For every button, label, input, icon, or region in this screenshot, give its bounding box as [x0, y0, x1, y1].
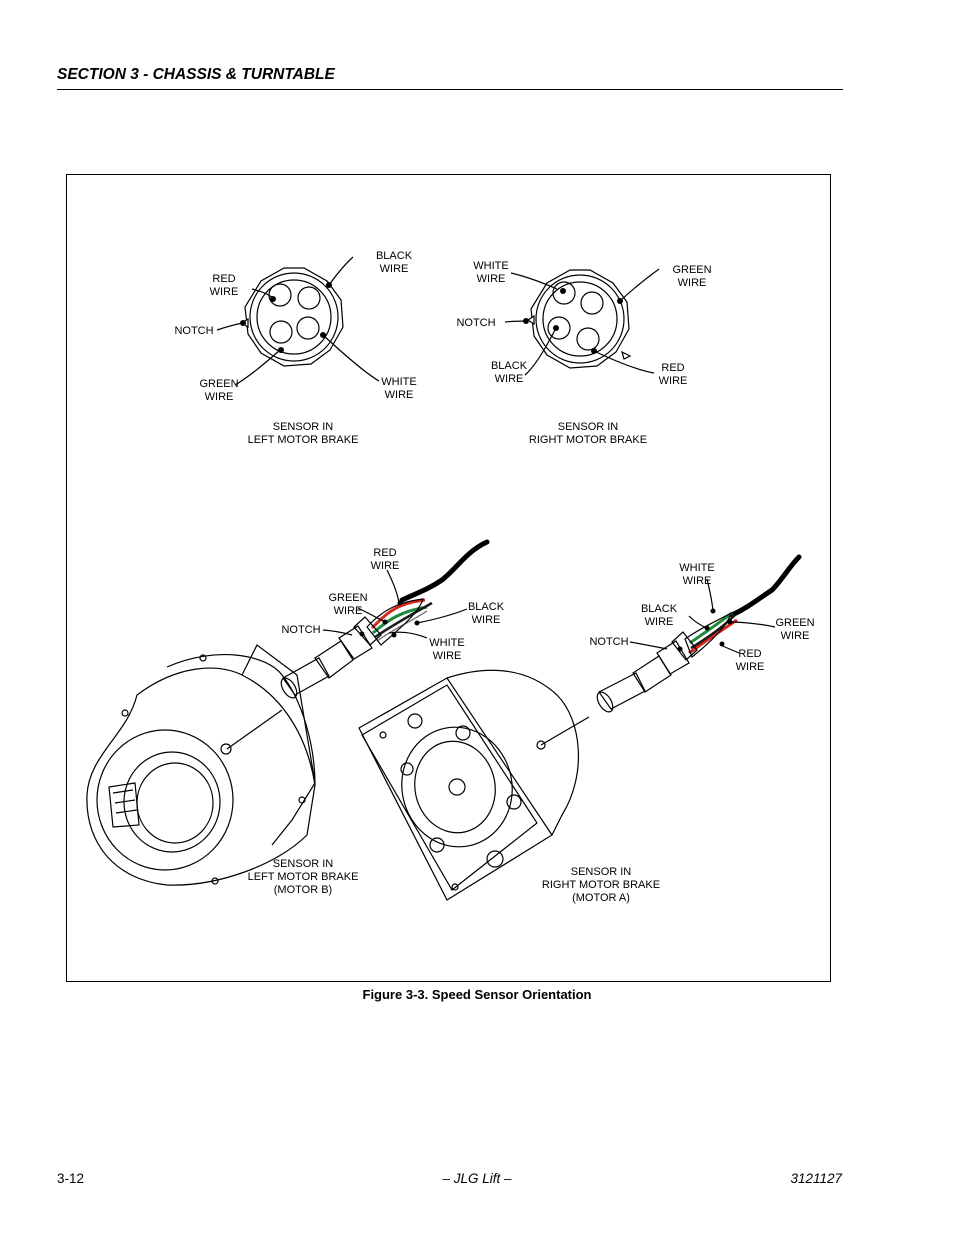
page-number: 3-12 — [57, 1171, 85, 1186]
right-motor — [358, 669, 590, 901]
section-title: SECTION 3 - CHASSIS & TURNTABLE — [57, 66, 335, 83]
tl-notch-label: NOTCH — [174, 325, 213, 337]
bottom-dots — [382, 600, 733, 647]
tr-white-wire-line1: WHITE — [473, 260, 508, 272]
tr-caption-line1: SENSOR IN — [558, 421, 619, 433]
tl-green-wire-line1: GREEN — [199, 378, 238, 390]
bl-black-wire-line2: WIRE — [472, 614, 501, 626]
tl-green-wire-line2: WIRE — [205, 391, 234, 403]
tr-green-wire-line2: WIRE — [678, 277, 707, 289]
br-green-wire-line1: GREEN — [775, 617, 814, 629]
tl-red-wire-line2: WIRE — [210, 286, 239, 298]
tl-black-wire-line2: WIRE — [380, 263, 409, 275]
tr-white-wire-line2: WIRE — [477, 273, 506, 285]
tl-caption-line1: SENSOR IN — [273, 421, 334, 433]
br-notch-label: NOTCH — [589, 636, 628, 648]
tl-white-wire-line1: WHITE — [381, 376, 416, 388]
bl-green-wire-line2: WIRE — [334, 605, 363, 617]
br-caption-line3: (MOTOR A) — [572, 892, 630, 904]
br-caption-line1: SENSOR IN — [571, 866, 632, 878]
left-end-dots — [240, 282, 332, 353]
tl-white-wire-line2: WIRE — [385, 389, 414, 401]
tr-green-wire-line1: GREEN — [672, 264, 711, 276]
right-sensor-cable — [684, 554, 802, 658]
tr-red-wire-line2: WIRE — [659, 375, 688, 387]
bl-red-wire-line1: RED — [373, 547, 396, 559]
footer-brand: – JLG Lift – — [442, 1171, 512, 1186]
bl-white-wire-line2: WIRE — [433, 650, 462, 662]
tl-black-wire-line1: BLACK — [376, 250, 413, 262]
document-number: 3121127 — [790, 1171, 842, 1186]
bl-red-wire-line2: WIRE — [371, 560, 400, 572]
tl-red-wire-line1: RED — [212, 273, 235, 285]
tr-red-wire-line1: RED — [661, 362, 684, 374]
header-rule — [57, 89, 843, 90]
br-black-wire-line1: BLACK — [641, 603, 678, 615]
br-white-wire-line2: WIRE — [683, 575, 712, 587]
bl-notch-label: NOTCH — [281, 624, 320, 636]
right-sensor-body — [596, 631, 698, 713]
br-black-wire-line2: WIRE — [645, 616, 674, 628]
bl-white-wire-line1: WHITE — [429, 637, 464, 649]
bl-caption-line3: (MOTOR B) — [274, 884, 332, 896]
right-end-dots — [523, 288, 623, 354]
bl-caption-line1: SENSOR IN — [273, 858, 334, 870]
figure-caption: Figure 3-3. Speed Sensor Orientation — [362, 987, 592, 1002]
tr-black-wire-line2: WIRE — [495, 373, 524, 385]
right-end-leaders — [504, 268, 660, 376]
bl-green-wire-line1: GREEN — [328, 592, 367, 604]
br-red-wire-line1: RED — [738, 648, 761, 660]
bl-caption-line2: LEFT MOTOR BRAKE — [248, 871, 359, 883]
tr-black-wire-line1: BLACK — [491, 360, 528, 372]
bl-black-wire-line1: BLACK — [468, 601, 505, 613]
right-connector-end-view — [526, 269, 632, 369]
tl-caption-line2: LEFT MOTOR BRAKE — [248, 434, 359, 446]
br-green-wire-line2: WIRE — [781, 630, 810, 642]
left-motor — [86, 644, 316, 886]
br-red-wire-line2: WIRE — [736, 661, 765, 673]
figure-frame: RED WIRE BLACK WIRE NOTCH GREEN WIRE WHI… — [66, 174, 831, 982]
tr-notch-label: NOTCH — [456, 317, 495, 329]
br-white-wire-line1: WHITE — [679, 562, 714, 574]
speed-sensor-diagram: RED WIRE BLACK WIRE NOTCH GREEN WIRE WHI… — [86, 250, 815, 904]
br-caption-line2: RIGHT MOTOR BRAKE — [542, 879, 660, 891]
tr-caption-line2: RIGHT MOTOR BRAKE — [529, 434, 647, 446]
